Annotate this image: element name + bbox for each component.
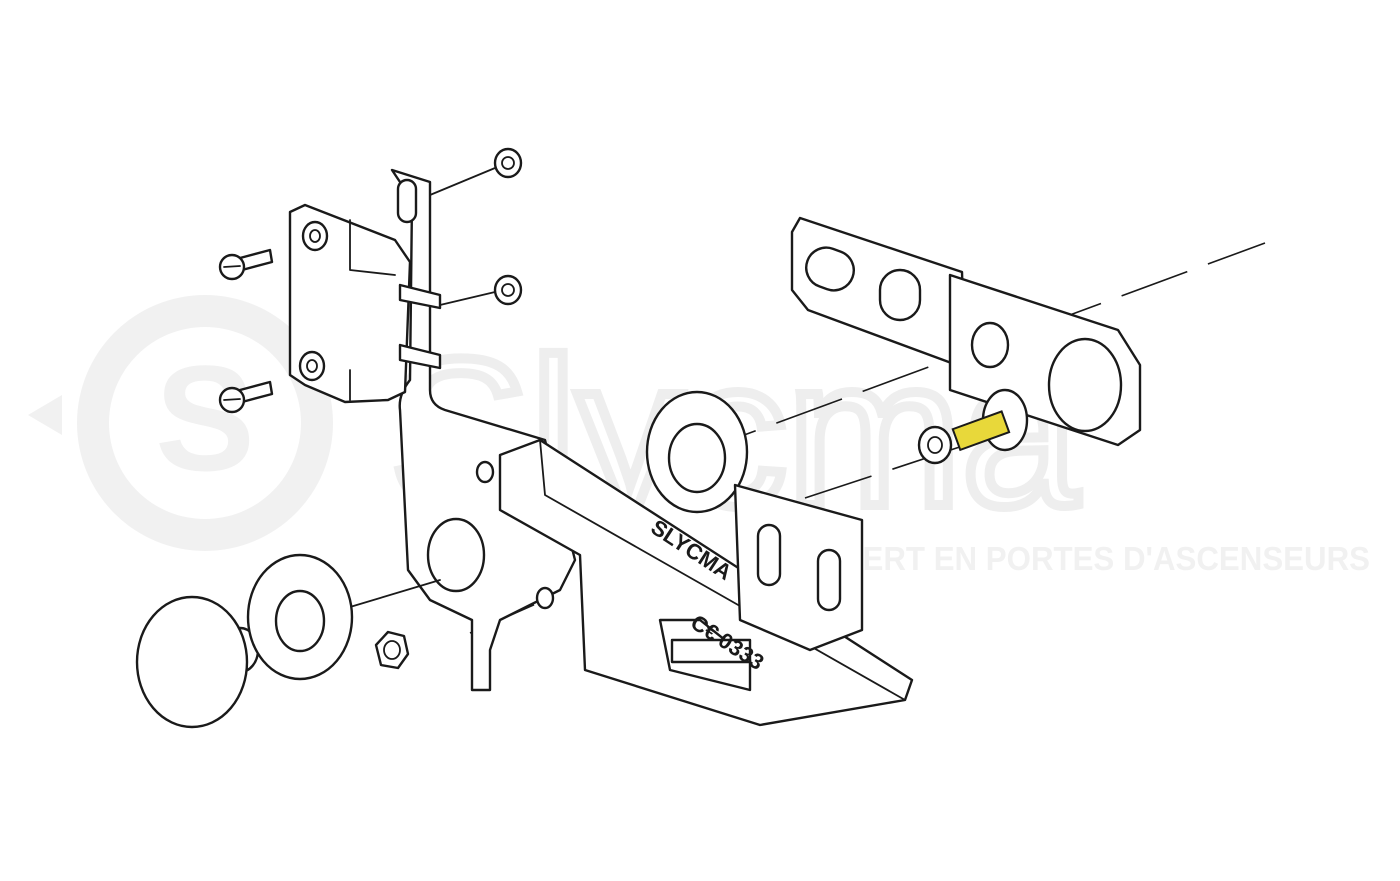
front-washer: [246, 553, 441, 681]
cam-block: SLYCMA C€ 0333: [498, 438, 914, 727]
screw-top: [218, 248, 274, 281]
large-washer: [645, 390, 749, 514]
screw-bottom: [218, 380, 274, 414]
nut-top: [429, 147, 523, 196]
nut-middle: [439, 274, 523, 306]
pin-bolt: [917, 388, 1029, 465]
microswitch: [288, 203, 442, 404]
hex-nut: [374, 630, 410, 670]
roller-knob: [135, 595, 260, 729]
pin-shank-highlight: [951, 410, 1011, 452]
watermark-tagline-text: EXPERT EN PORTES D'ASCENSEURS: [800, 540, 1370, 577]
svg-text:S: S: [155, 334, 255, 502]
